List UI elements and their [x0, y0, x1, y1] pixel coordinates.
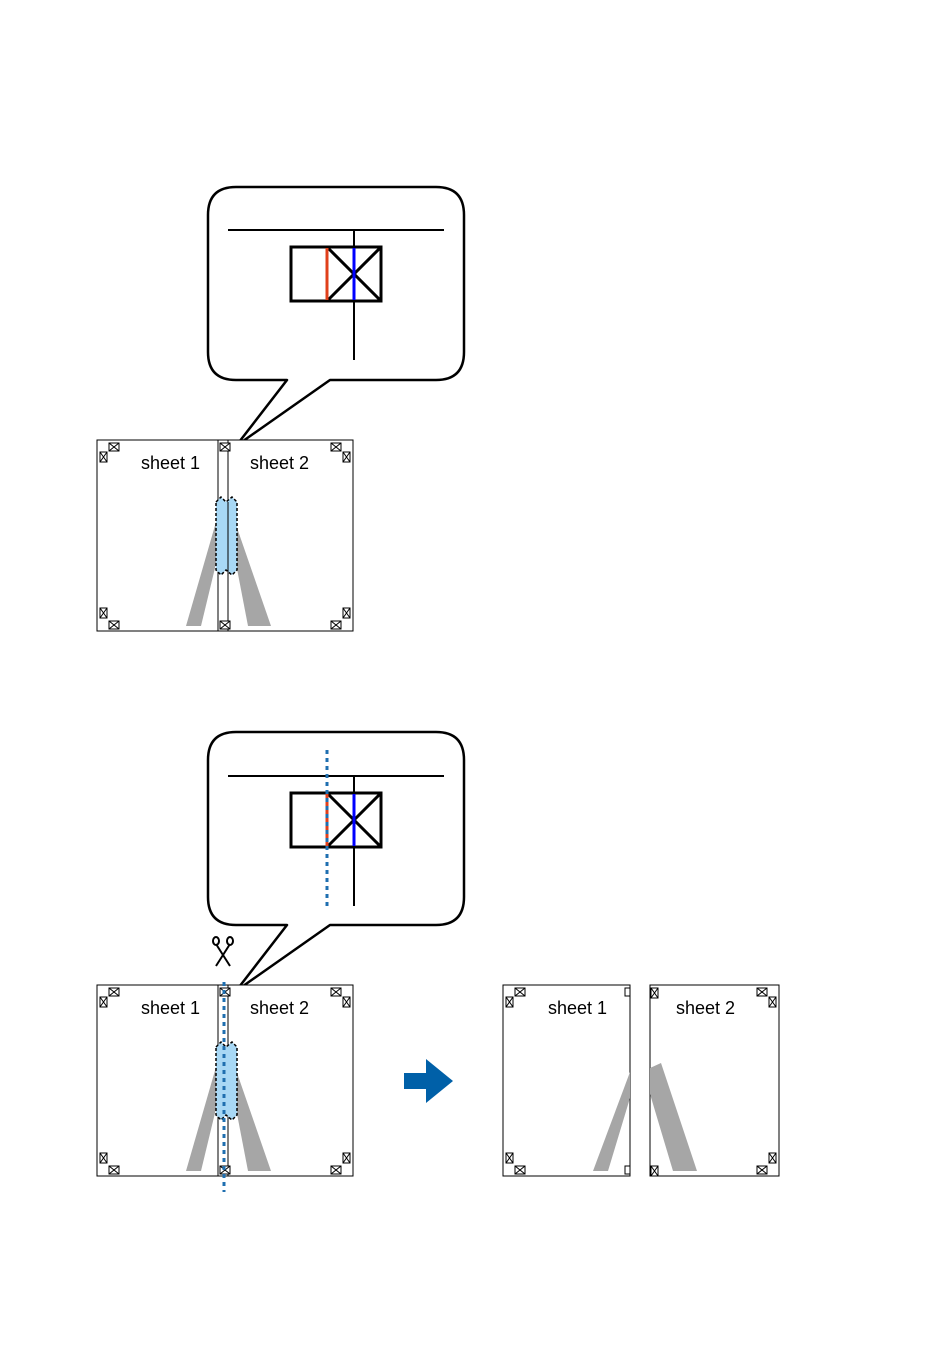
callout-bubble	[208, 732, 464, 991]
overlap-area	[216, 1042, 237, 1120]
result-sheet-1-label: sheet 1	[548, 998, 607, 1018]
sheet-2-label: sheet 2	[250, 998, 309, 1018]
sheet-1-label: sheet 1	[141, 998, 200, 1018]
step2-group: sheet 1 sheet 2	[97, 732, 464, 1192]
sheet-1-label: sheet 1	[141, 453, 200, 473]
result-sheet-2-label: sheet 2	[676, 998, 735, 1018]
scissors-icon	[213, 937, 233, 966]
step1-group: sheet 1 sheet 2	[97, 187, 464, 631]
result-group: sheet 1 sheet 2	[503, 985, 779, 1176]
callout-bubble	[208, 187, 464, 446]
sheet-2-label: sheet 2	[250, 453, 309, 473]
right-arrow-icon	[404, 1059, 453, 1103]
overlap-area	[216, 497, 237, 575]
